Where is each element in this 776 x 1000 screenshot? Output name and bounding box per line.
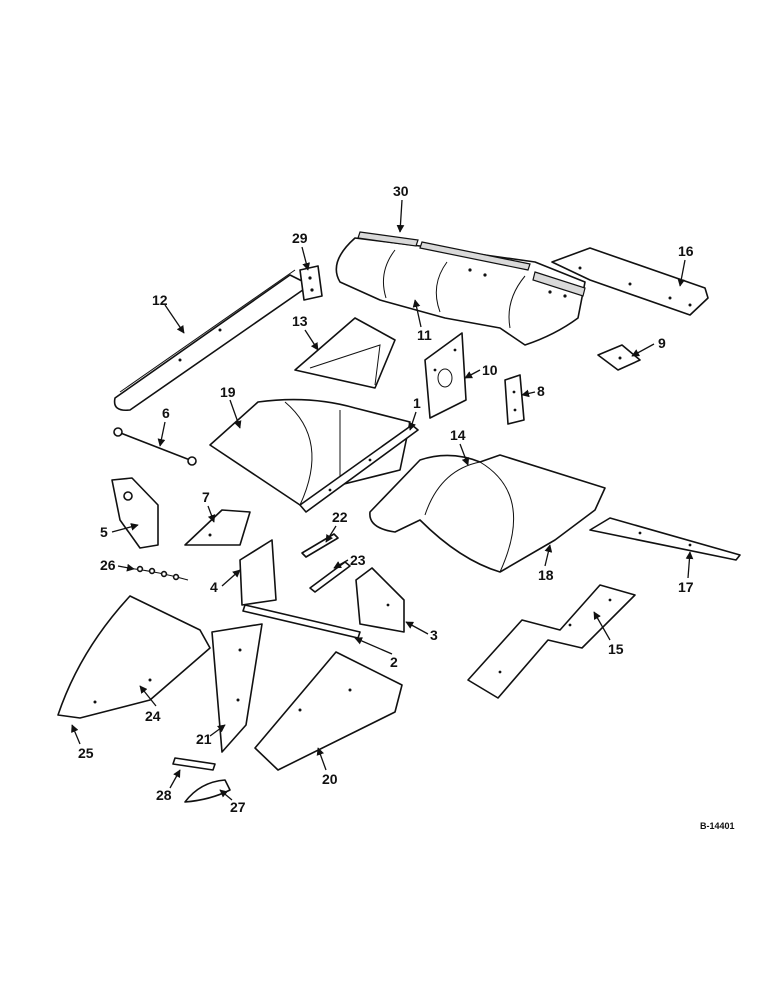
- callout-8: 8: [521, 383, 545, 399]
- callout-28: 28: [156, 769, 181, 803]
- callout-3: 3: [405, 621, 438, 643]
- part-11-shroud: [335, 231, 586, 346]
- svg-text:14: 14: [450, 427, 466, 443]
- callout-23: 23: [333, 552, 366, 569]
- svg-text:4: 4: [210, 579, 218, 595]
- part-14-cover: [369, 454, 606, 573]
- part-13-plate: [294, 317, 396, 389]
- svg-text:11: 11: [417, 327, 432, 343]
- svg-text:21: 21: [196, 731, 212, 747]
- svg-text:2: 2: [390, 654, 398, 670]
- part-7-plate: [184, 509, 251, 546]
- svg-text:15: 15: [608, 641, 624, 657]
- part-22-pin: [301, 533, 339, 558]
- callout-9: 9: [631, 335, 666, 357]
- svg-text:9: 9: [658, 335, 666, 351]
- part-29-bracket: [299, 265, 323, 301]
- svg-text:8: 8: [537, 383, 545, 399]
- part-28-plate: [172, 757, 216, 771]
- part-16-shield: [551, 247, 709, 316]
- callout-15: 15: [593, 611, 624, 657]
- svg-text:28: 28: [156, 787, 172, 803]
- part-26-chain: [127, 565, 189, 581]
- callout-18: 18: [538, 544, 554, 583]
- callout-14: 14: [450, 427, 470, 466]
- svg-text:6: 6: [162, 405, 170, 421]
- svg-text:3: 3: [430, 627, 438, 643]
- callout-25: 25: [71, 724, 94, 761]
- callout-7: 7: [202, 489, 216, 523]
- svg-text:16: 16: [678, 243, 694, 259]
- callout-21: 21: [196, 724, 226, 747]
- svg-text:12: 12: [152, 292, 168, 308]
- svg-text:22: 22: [332, 509, 348, 525]
- callout-1: 1: [408, 395, 421, 431]
- svg-text:20: 20: [322, 771, 338, 787]
- svg-text:1: 1: [413, 395, 421, 411]
- part-15-panel: [467, 584, 636, 699]
- part-17-bar: [589, 517, 741, 561]
- callout-16: 16: [677, 243, 694, 287]
- callout-11: 11: [412, 299, 432, 343]
- part-27-point: [184, 779, 231, 803]
- part-5-bracket: [111, 477, 159, 549]
- callout-22: 22: [325, 509, 348, 543]
- callout-4: 4: [210, 569, 241, 595]
- part-3-bracket: [355, 567, 405, 633]
- part-20-divider: [254, 651, 403, 771]
- callout-30: 30: [393, 183, 409, 233]
- part-23-chain: [309, 561, 351, 593]
- part-24-divider: [57, 595, 211, 719]
- svg-text:26: 26: [100, 557, 116, 573]
- callout-19: 19: [220, 384, 242, 429]
- callout-5: 5: [100, 523, 139, 540]
- part-6-rod: [113, 427, 197, 466]
- figure-reference: B-14401: [700, 821, 735, 831]
- svg-text:17: 17: [678, 579, 694, 595]
- part-8-bracket: [504, 374, 525, 425]
- callout-29: 29: [292, 230, 311, 271]
- svg-text:19: 19: [220, 384, 236, 400]
- callout-20: 20: [316, 747, 338, 787]
- callout-10: 10: [464, 362, 498, 379]
- part-1-strip: [299, 424, 419, 513]
- svg-text:24: 24: [145, 708, 161, 724]
- part-12-arm: [113, 269, 311, 412]
- part-9-bracket: [597, 344, 641, 371]
- svg-text:7: 7: [202, 489, 210, 505]
- callout-6: 6: [157, 405, 170, 447]
- callout-13: 13: [292, 313, 319, 351]
- svg-text:30: 30: [393, 183, 409, 199]
- callout-26: 26: [100, 557, 135, 573]
- svg-text:27: 27: [230, 799, 246, 815]
- svg-text:23: 23: [350, 552, 366, 568]
- svg-text:29: 29: [292, 230, 308, 246]
- part-21-divider: [211, 623, 263, 753]
- callout-27: 27: [219, 789, 246, 815]
- svg-text:25: 25: [78, 745, 94, 761]
- part-4-bracket: [239, 539, 277, 606]
- svg-text:10: 10: [482, 362, 498, 378]
- svg-text:5: 5: [100, 524, 108, 540]
- callout-12: 12: [152, 292, 185, 334]
- callout-2: 2: [354, 637, 398, 670]
- part-10-plate: [424, 332, 467, 419]
- callout-24: 24: [139, 685, 161, 724]
- callout-17: 17: [678, 551, 694, 595]
- part-19-cover: [209, 398, 411, 506]
- svg-text:13: 13: [292, 313, 308, 329]
- svg-text:18: 18: [538, 567, 554, 583]
